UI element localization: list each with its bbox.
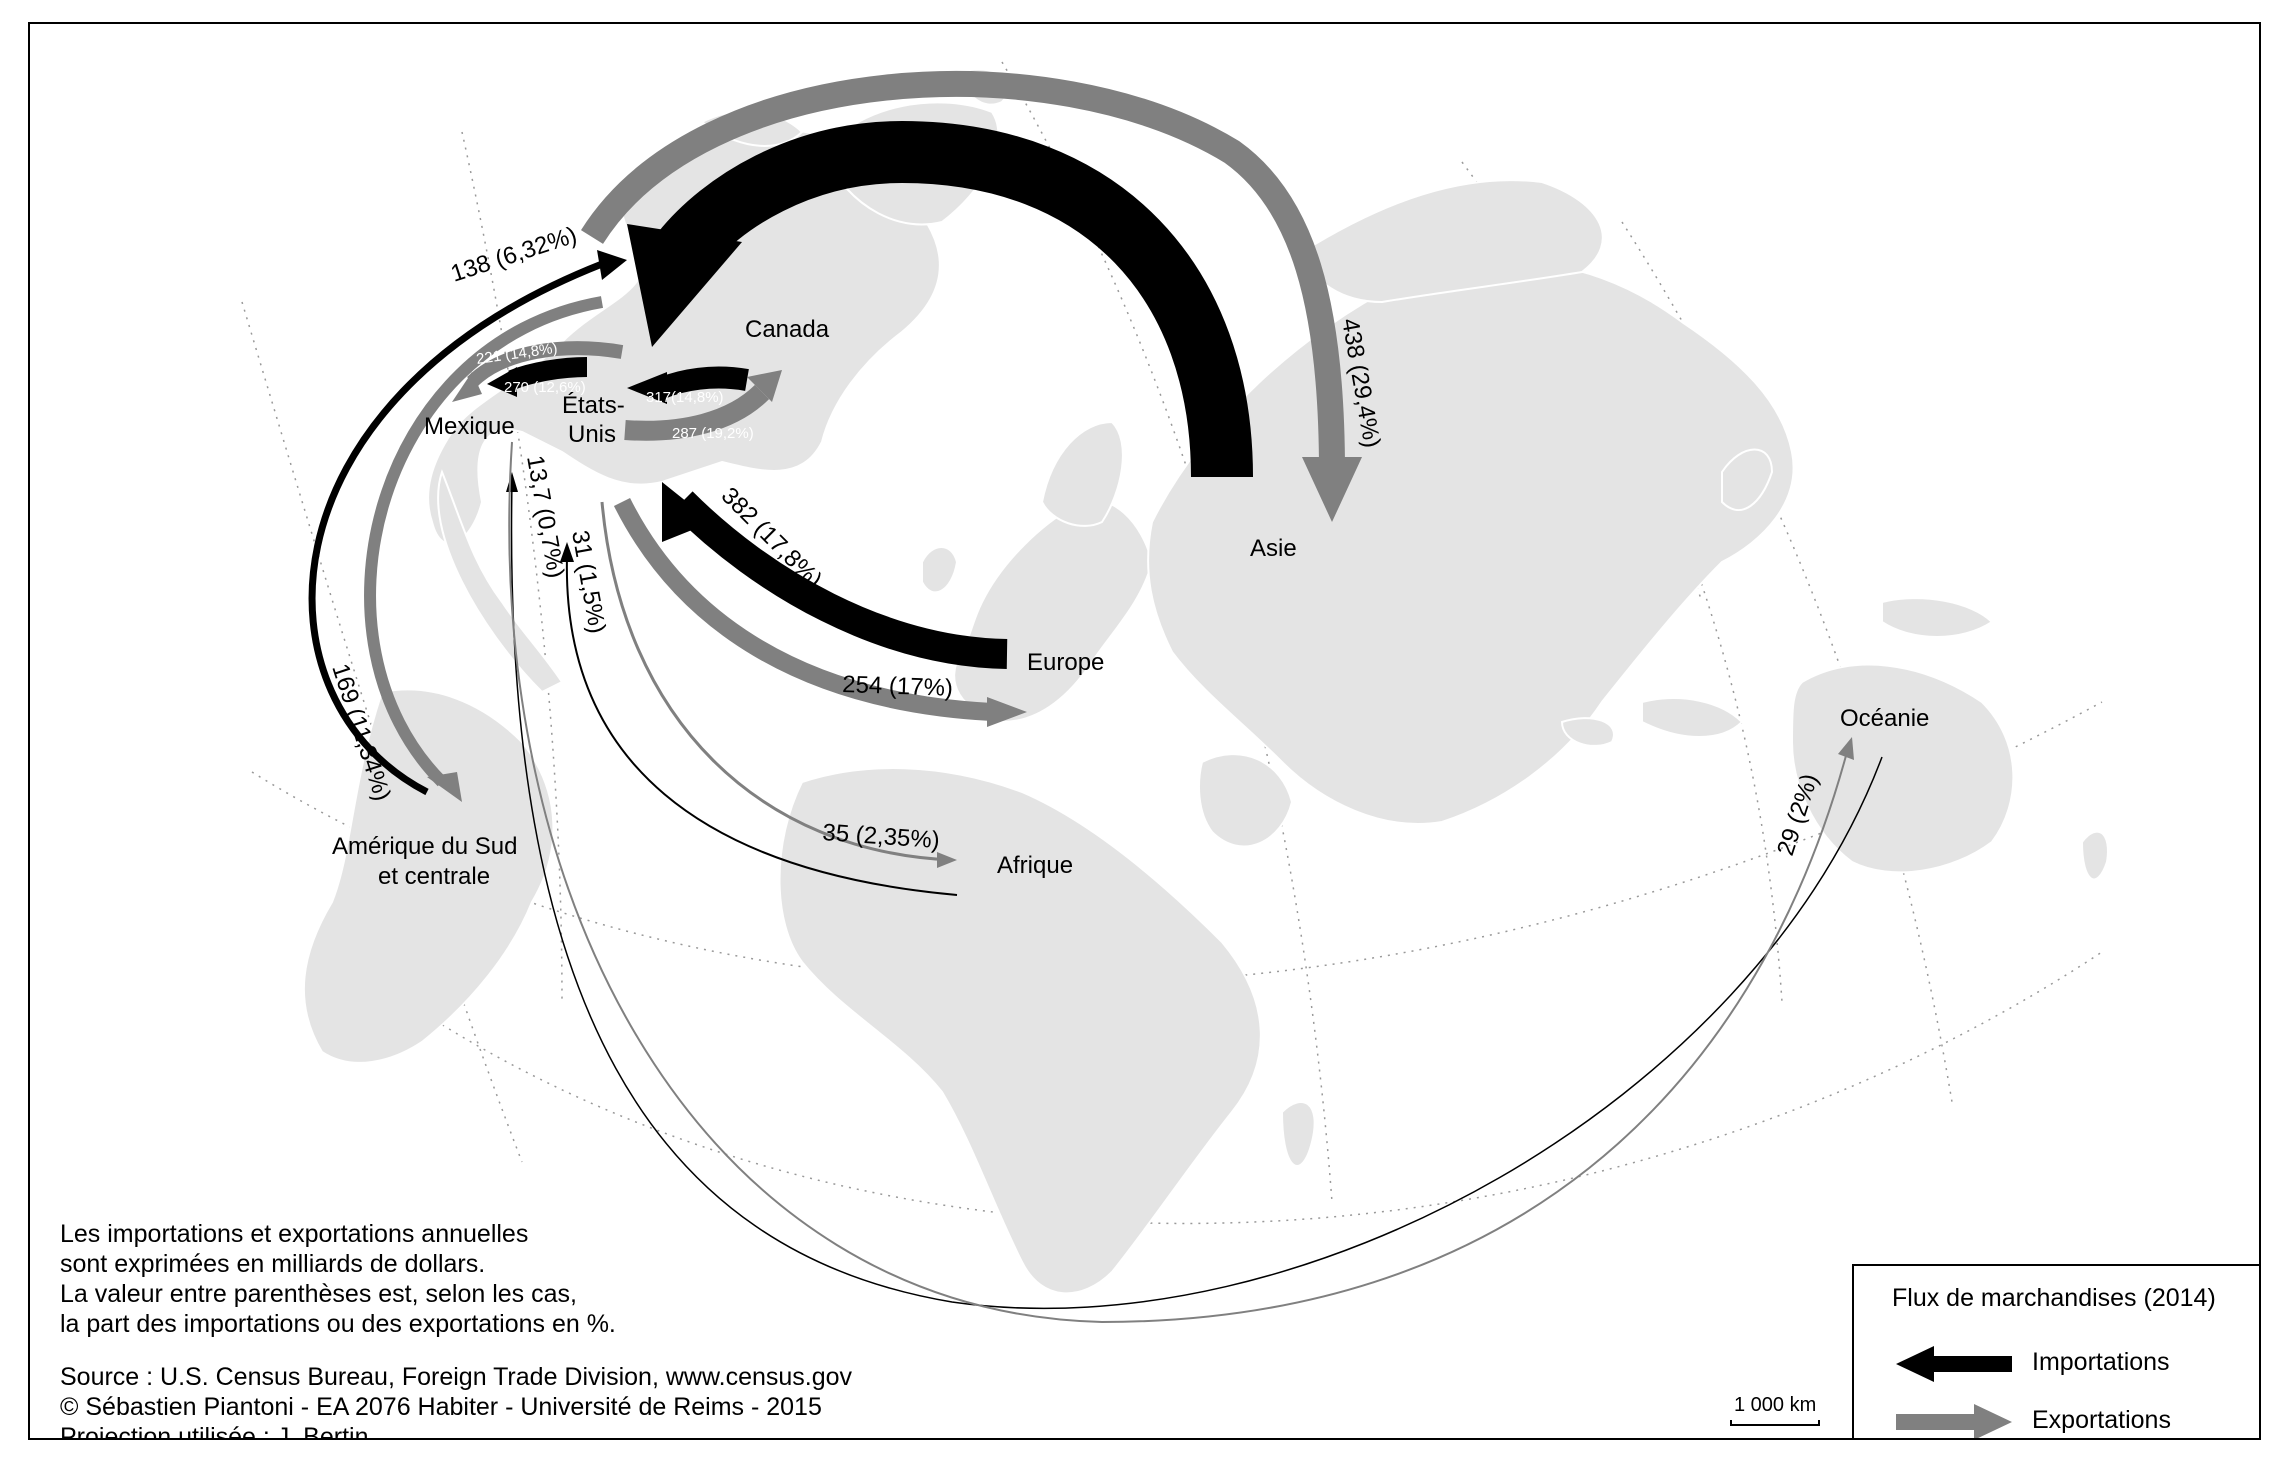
flow-oceania-export <box>508 441 1848 1324</box>
flow-canada-import <box>657 366 749 399</box>
legend-label-exports: Exportations <box>2032 1406 2171 1434</box>
note-line: sont exprimées en milliards de dollars. <box>60 1250 486 1278</box>
label-mexico: Mexique <box>424 413 515 440</box>
legend-item-imports: Importations <box>1894 1344 2170 1384</box>
australia-land <box>1790 663 2015 874</box>
flow-asia-import <box>657 120 1253 478</box>
flow-label-mexico-import: 270 (12,6%) <box>504 379 586 396</box>
flow-sa-export <box>364 296 604 787</box>
label-asia: Asie <box>1250 535 1297 562</box>
flow-mexico-export <box>467 341 624 388</box>
flow-label-africa-import: 31 (1,5%) <box>566 528 611 635</box>
trade-flow-map: Canada États- Unis Mexique Amérique du S… <box>241 61 2109 1324</box>
flow-canada-export-head <box>747 370 782 402</box>
south-america-land <box>302 688 555 1064</box>
legend: Flux de marchandises (2014) Importations… <box>1852 1264 2259 1438</box>
flow-oceania-import-head <box>506 472 518 492</box>
siberia-land <box>1300 179 1604 304</box>
flow-label-canada-import: 317(14,8%) <box>646 389 724 406</box>
flow-label-europe-export: 254 (17%) <box>842 671 954 702</box>
southeast-asia-islands <box>1560 697 1744 747</box>
new-guinea-land <box>1881 597 1994 638</box>
note-line: Les importations et exportations annuell… <box>60 1220 529 1248</box>
source-line: Source : U.S. Census Bureau, Foreign Tra… <box>60 1363 853 1391</box>
label-europe: Europe <box>1027 649 1104 676</box>
flow-label-canada-export: 287 (19,2%) <box>672 425 754 442</box>
flow-mexico-export-head <box>452 372 482 402</box>
flow-oceania-export-head <box>1838 737 1854 760</box>
flow-africa-export <box>600 501 953 862</box>
arabia-land <box>1198 753 1294 848</box>
europe-land <box>953 499 1154 724</box>
scale-label: 1 000 km <box>1734 1394 1817 1416</box>
legend-item-exports: Exportations <box>1894 1402 2171 1438</box>
export-arrow-icon <box>1896 1404 2012 1438</box>
flow-africa-export-head <box>937 852 957 868</box>
scale-bar-line <box>1730 1420 1820 1426</box>
copyright-line: © Sébastien Piantoni - EA 2076 Habiter -… <box>60 1393 822 1421</box>
africa-land <box>778 767 1262 1295</box>
flow-canada-export <box>624 384 770 441</box>
trade-flows <box>308 71 1883 1324</box>
label-south-america-2: et centrale <box>378 863 490 890</box>
flow-africa-import <box>565 556 958 896</box>
flow-asia-export <box>581 71 1345 473</box>
flow-asia-export-head <box>1302 457 1362 522</box>
legend-title: Flux de marchandises (2014) <box>1892 1284 2216 1312</box>
map-notes: Les importations et exportations annuell… <box>60 1219 616 1339</box>
map-frame: Canada États- Unis Mexique Amérique du S… <box>28 22 2261 1440</box>
land-masses <box>302 68 2109 1295</box>
projection-line: Projection utilisée : J. Bertin <box>60 1423 369 1440</box>
map-source: Source : U.S. Census Bureau, Foreign Tra… <box>60 1362 853 1440</box>
flow-oceania-import <box>510 481 1883 1310</box>
flow-europe-import <box>671 491 1008 669</box>
label-canada: Canada <box>745 316 830 343</box>
label-usa-2: Unis <box>568 421 616 448</box>
legend-label-imports: Importations <box>2032 1348 2170 1376</box>
flow-mexico-import <box>508 357 588 390</box>
label-south-america-1: Amérique du Sud <box>332 833 517 860</box>
new-zealand-land <box>2080 830 2109 881</box>
scandinavia-land <box>1040 420 1124 527</box>
import-arrow-icon <box>1896 1346 2012 1382</box>
flow-sa-import <box>308 260 604 796</box>
asia-land <box>1147 260 1795 825</box>
uk-land <box>921 546 959 594</box>
madagascar-land <box>1280 1101 1316 1167</box>
note-line: la part des importations ou des exportat… <box>60 1310 616 1338</box>
flow-europe-export-head <box>987 697 1027 727</box>
region-labels: Canada États- Unis Mexique Amérique du S… <box>332 316 1929 890</box>
flow-sa-import-head <box>597 250 627 280</box>
flow-africa-import-head <box>560 542 574 562</box>
flow-europe-import-head <box>662 482 712 542</box>
flow-sa-export-head <box>427 772 462 802</box>
flow-label-oceania-import: 13,7 (0,7%) <box>521 453 569 580</box>
central-america-land <box>437 469 564 694</box>
flow-europe-export <box>613 497 993 721</box>
label-africa: Afrique <box>997 852 1073 879</box>
label-usa-1: États- <box>562 392 625 419</box>
note-line: La valeur entre parenthèses est, selon l… <box>60 1280 577 1308</box>
flow-canada-import-head <box>627 372 667 404</box>
flow-label-sa-export: 138 (6,32%) <box>448 222 581 288</box>
flow-asia-import-head <box>627 224 742 347</box>
flow-mexico-import-head <box>487 367 517 397</box>
japan-land <box>1721 448 1774 512</box>
label-oceania: Océanie <box>1840 705 1929 732</box>
